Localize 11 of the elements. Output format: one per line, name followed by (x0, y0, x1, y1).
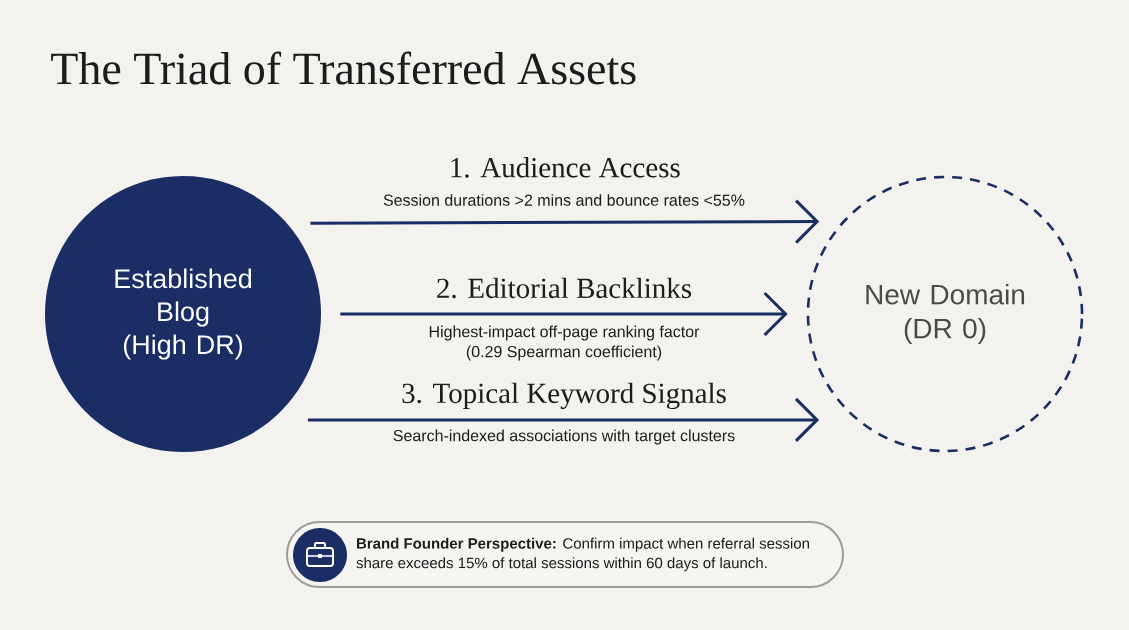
title: The Triad of Transferred Assets (51, 51, 636, 85)
callout-box: Brand Founder Perspective: Confirm impact when referral session share exceeds 15% of total sessions within 60 days of launch. (286, 521, 844, 588)
arrow (307, 397, 820, 442)
description-text: Search-indexed associations with target clusters (393, 429, 735, 445)
edge-label: 1. Audience Access (451, 157, 680, 178)
edge-label: 2. Editorial Backlinks (437, 277, 692, 299)
edge-label: 3. Topical Keyword Signals (402, 382, 726, 410)
description-text: Highest-impact off-page ranking factor (0.29 Spearman coefficient) (429, 325, 700, 361)
arrow (340, 291, 788, 337)
arrow (310, 199, 820, 244)
description-text: Session durations >2 mins and bounce rates <55% (383, 194, 745, 206)
